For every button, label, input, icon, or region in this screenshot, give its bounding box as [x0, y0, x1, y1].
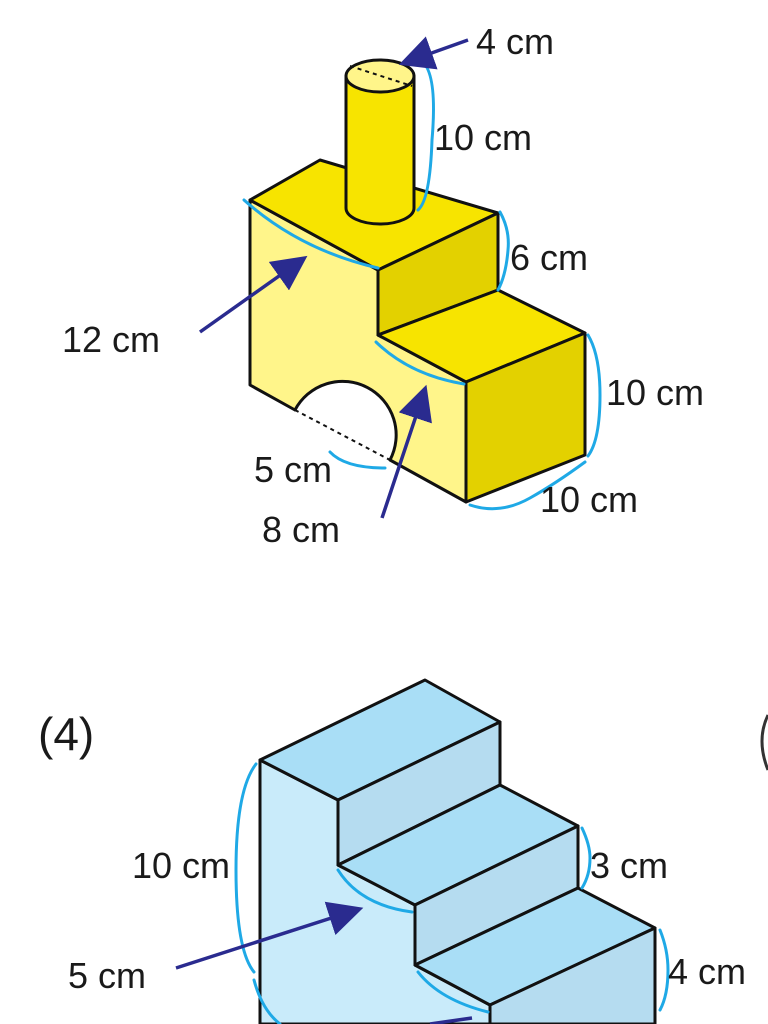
brace-depth [468, 460, 587, 511]
figure3-cylinder-top [344, 58, 416, 94]
brace-low-run [416, 970, 490, 1014]
brace-lower-height [586, 333, 602, 458]
label-cyl-diameter: 4 cm [476, 21, 554, 62]
figure3-labels: 4 cm 10 cm 6 cm 10 cm 10 cm 12 cm 5 cm 8… [62, 21, 704, 550]
label-width: 12 cm [62, 319, 160, 360]
figure3-solid [248, 58, 587, 504]
brace-lower-length [374, 340, 466, 386]
brace-low-step [658, 928, 670, 1012]
brace-mid-step [580, 826, 592, 890]
brace-total-height [234, 762, 258, 974]
label-low-step: 4 cm [668, 951, 746, 992]
figure4-solid [258, 678, 657, 1024]
label-mid-step: 3 cm [590, 845, 668, 886]
figure3-arch-baseline [294, 409, 391, 461]
arrow-cyl-diameter [398, 36, 469, 70]
figure3-lower-right [464, 331, 587, 504]
label-lower-height: 10 cm [606, 372, 704, 413]
label-step-run: 5 cm [68, 955, 146, 996]
arrow-base [429, 1016, 473, 1024]
label-depth: 10 cm [540, 479, 638, 520]
brace-upper-step [496, 210, 510, 292]
figure4-braces [234, 762, 670, 1024]
brace-width [242, 198, 380, 270]
figure3-arrows [198, 36, 469, 519]
brace-cyl-height [416, 58, 435, 212]
figure4-number: (4) [38, 708, 94, 760]
brace-arch [328, 450, 387, 470]
label-total-height: 10 cm [132, 845, 230, 886]
figure4-arrows [175, 901, 473, 1024]
label-cyl-height: 10 cm [434, 117, 532, 158]
label-lower-length: 8 cm [262, 509, 340, 550]
arrow-lower-length [380, 384, 432, 519]
brace-step-run [336, 868, 414, 914]
arrow-step-run [175, 901, 364, 970]
label-arch: 5 cm [254, 449, 332, 490]
figure4-riser-low [488, 926, 657, 1024]
brace-base [252, 978, 282, 1024]
partial-paren-glyph [760, 714, 768, 771]
figure4-labels: 10 cm 3 cm 4 cm 5 cm [68, 845, 746, 996]
figure3-cylinder-diameter [349, 65, 413, 87]
label-upper-step: 6 cm [510, 237, 588, 278]
figure3-cylinder-body [344, 74, 416, 226]
arrow-width [198, 255, 308, 334]
figure3-braces [242, 58, 602, 511]
